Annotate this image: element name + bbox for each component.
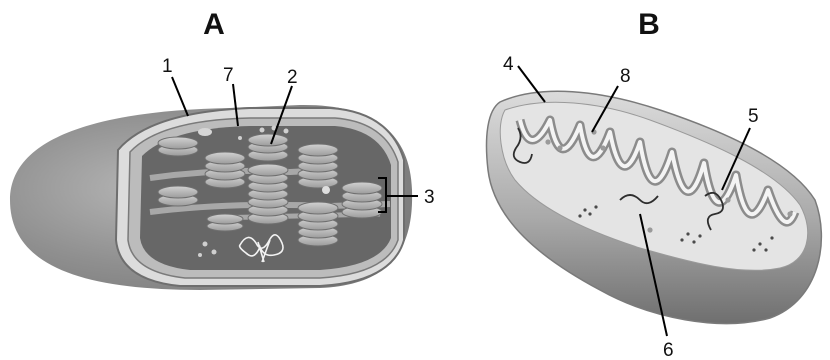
granum-stack	[205, 152, 245, 188]
label-6: 6	[663, 340, 674, 360]
panel-b-letter: B	[638, 8, 660, 41]
granum-stack	[298, 144, 338, 188]
granum-stack	[342, 182, 382, 218]
label-4: 4	[503, 54, 514, 75]
granum-stack	[248, 134, 288, 161]
granum-stack	[298, 202, 338, 246]
panel-a-letter: A	[203, 8, 225, 41]
panel-b-mitochondrion: B 4 8 5 6	[487, 8, 822, 360]
label-3: 3	[424, 187, 435, 208]
granum-stack	[158, 186, 198, 206]
label-5: 5	[748, 106, 759, 127]
label-1: 1	[162, 56, 173, 77]
granum-stack	[158, 137, 198, 156]
label-8: 8	[620, 66, 631, 87]
leader-line-1	[172, 77, 188, 116]
label-7: 7	[223, 65, 234, 86]
granum-stack	[248, 164, 288, 224]
granum-stack	[207, 214, 243, 231]
panel-a-chloroplast: A	[10, 8, 435, 290]
label-2: 2	[287, 67, 298, 88]
